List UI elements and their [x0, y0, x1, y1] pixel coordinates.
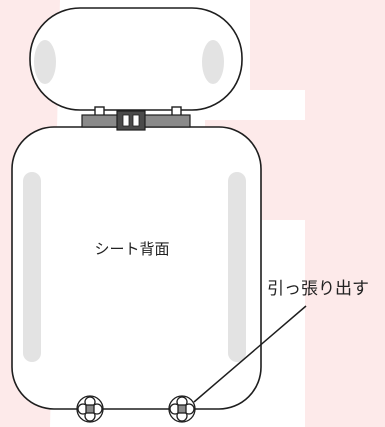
seat-back-label: シート背面 [94, 240, 169, 258]
buckle-icon [116, 110, 146, 131]
strap-anchor-right [168, 395, 196, 423]
buckle-strap [81, 110, 191, 131]
strap-anchor-left [76, 395, 104, 423]
headrest-right-highlight [202, 40, 224, 84]
seat-back-right-highlight [228, 172, 246, 362]
strap-anchor-icon [76, 395, 104, 423]
leader-line [193, 305, 307, 403]
pull-out-label: 引っ張り出す [267, 279, 369, 299]
strap-anchor-icon [168, 395, 196, 423]
headrest [29, 7, 243, 111]
headrest-left-highlight [34, 40, 56, 84]
seat-back [11, 126, 262, 410]
seat-back-left-highlight [23, 172, 41, 362]
